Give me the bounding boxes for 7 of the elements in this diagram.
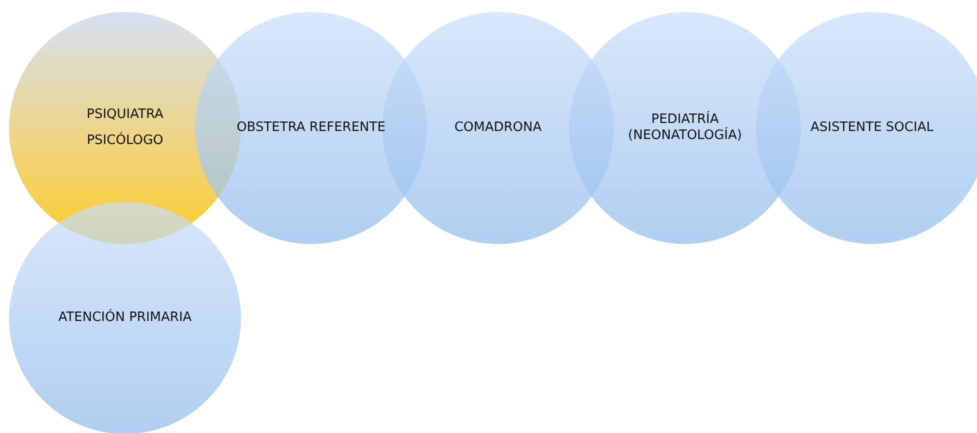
- circle-label: ATENCIÓN PRIMARIA: [58, 310, 192, 326]
- circle-label: PSICÓLOGO: [86, 133, 164, 149]
- circle-label: ASISTENTE SOCIAL: [810, 120, 934, 136]
- circle-label: COMADRONA: [454, 120, 542, 136]
- circle-label: PSIQUIATRA: [86, 107, 164, 123]
- circle-label: PEDIATRÍA (NEONATOLOGÍA): [627, 112, 743, 144]
- circle-label: OBSTETRA REFERENTE: [236, 120, 386, 136]
